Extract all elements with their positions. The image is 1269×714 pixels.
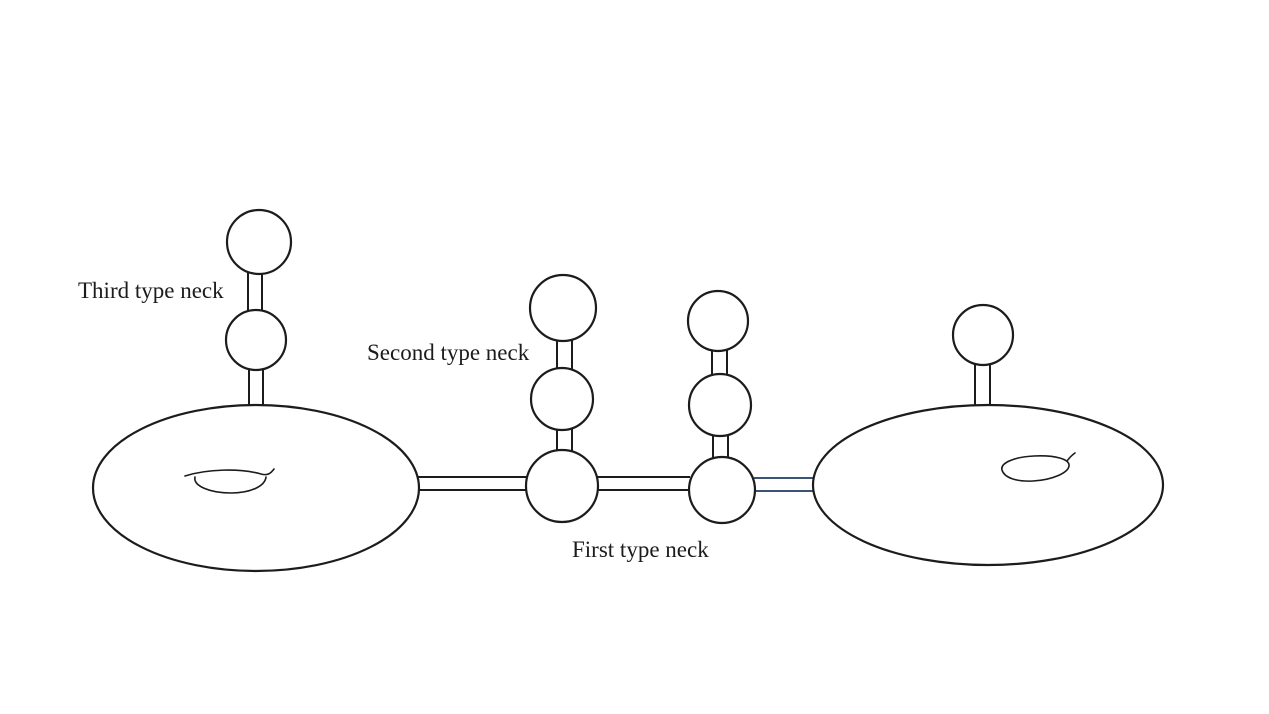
sphere-mid-chain1-top bbox=[528, 273, 598, 343]
sphere-mid-chain1-middle bbox=[529, 366, 595, 432]
third-type-neck-label: Third type neck bbox=[78, 278, 224, 303]
sphere-mid-chain2-middle bbox=[687, 372, 753, 438]
sphere-right-top bbox=[951, 303, 1015, 367]
right-torus-body bbox=[811, 403, 1165, 567]
sphere-left-chain-middle bbox=[224, 308, 288, 372]
right-torus-hole-curve-1 bbox=[1001, 455, 1070, 482]
sphere-mid-chain2-top bbox=[686, 289, 750, 353]
second-type-neck-label: Second type neck bbox=[367, 340, 530, 365]
sphere-mid-chain1-bottom bbox=[524, 448, 600, 524]
right-torus-hole-curve-2 bbox=[1066, 452, 1076, 462]
sphere-left-chain-top bbox=[225, 208, 293, 276]
left-torus-hole-curve-1 bbox=[184, 468, 275, 477]
left-torus-hole-curve-2 bbox=[194, 476, 267, 494]
first-type-neck-label: First type neck bbox=[572, 537, 709, 562]
sphere-mid-chain2-bottom bbox=[687, 455, 757, 525]
